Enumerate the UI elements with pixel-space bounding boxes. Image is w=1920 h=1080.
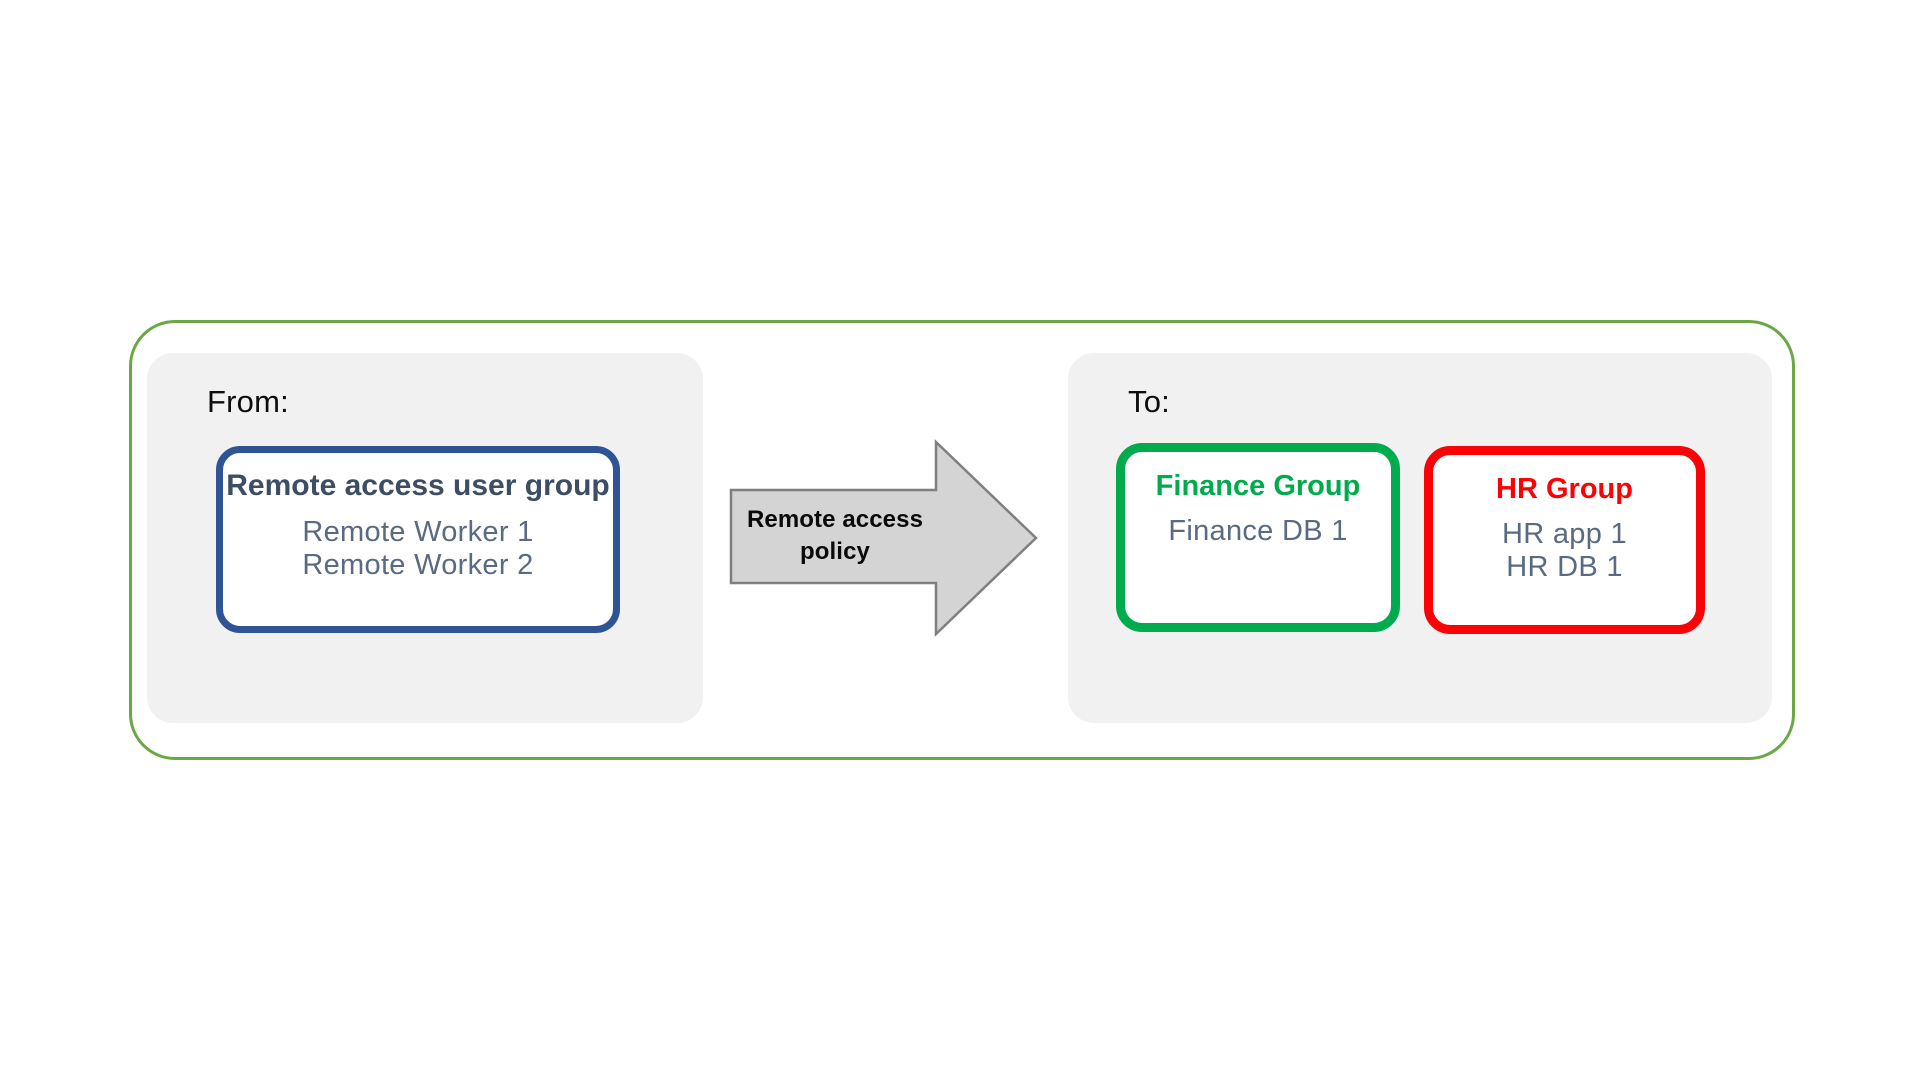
arrow-label-line-2: policy: [800, 537, 870, 565]
group-box-remote-access-user-group[interactable]: Remote access user group Remote Worker 1…: [216, 446, 620, 633]
arrow-right-icon: [729, 439, 1038, 637]
from-panel-label: From:: [207, 384, 289, 419]
list-item: Remote Worker 1: [302, 515, 534, 548]
group-title-hr-group: HR Group: [1496, 473, 1633, 505]
remote-access-policy-arrow: [728, 438, 1040, 638]
list-item: HR DB 1: [1506, 551, 1623, 584]
group-title-remote-access-user-group: Remote access user group: [226, 469, 610, 502]
to-panel-label: To:: [1128, 384, 1170, 419]
arrow-label: Remote access policy: [735, 504, 935, 568]
group-box-hr-group[interactable]: HR Group HR app 1 HR DB 1: [1424, 446, 1705, 634]
list-item: HR app 1: [1502, 518, 1627, 551]
group-box-finance-group[interactable]: Finance Group Finance DB 1: [1116, 443, 1400, 632]
policy-frame: [129, 320, 1795, 760]
group-title-finance-group: Finance Group: [1155, 470, 1361, 502]
list-item: Finance DB 1: [1168, 515, 1348, 548]
group-members-finance-group: Finance DB 1: [1168, 515, 1347, 548]
arrow-label-line-1: Remote access: [746, 506, 924, 533]
group-members-remote-access-user-group: Remote Worker 1 Remote Worker 2: [302, 516, 533, 582]
group-members-hr-group: HR app 1 HR DB 1: [1502, 518, 1627, 584]
list-item: Remote Worker 2: [302, 548, 534, 581]
